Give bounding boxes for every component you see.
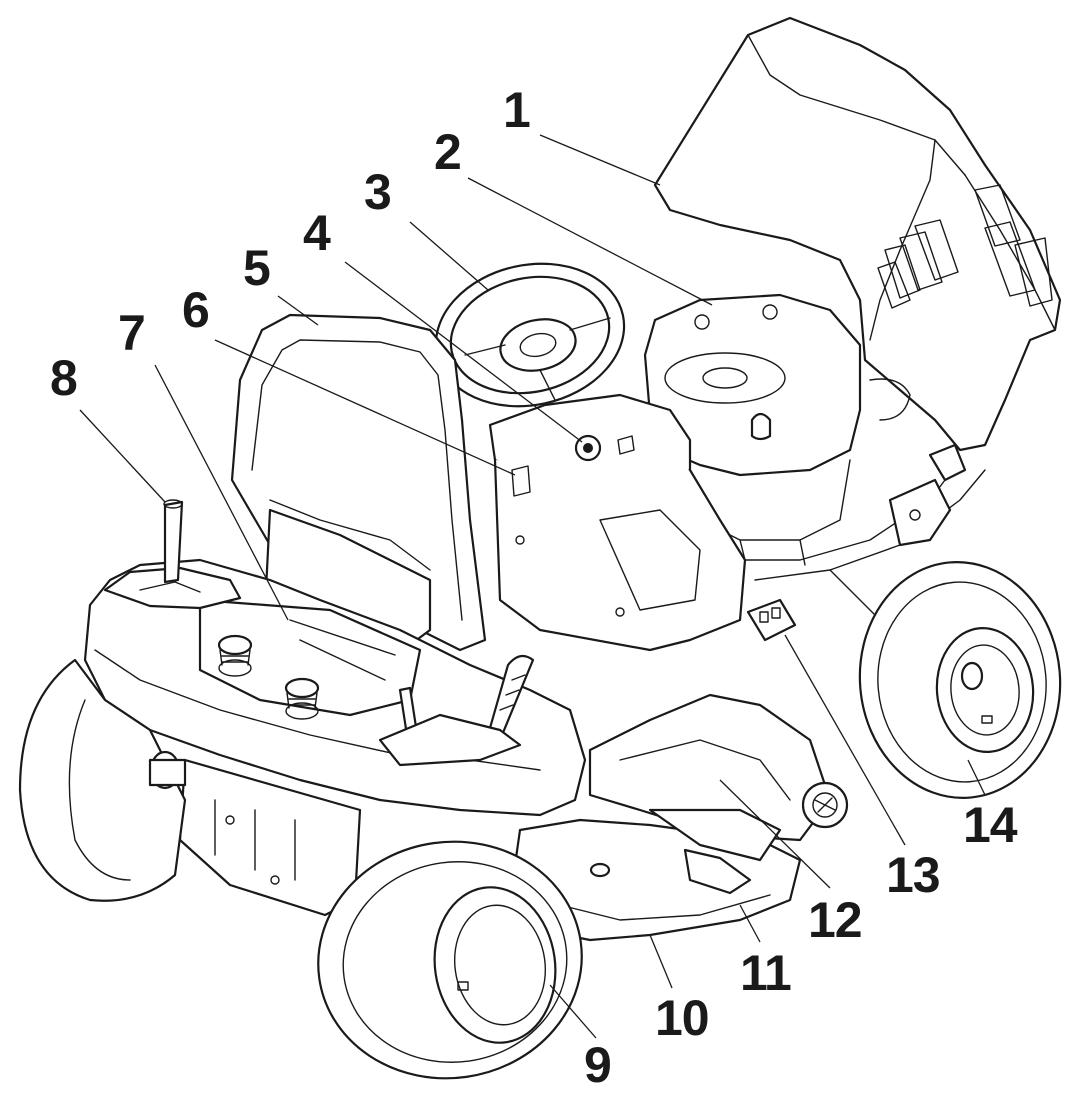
rear-left-wheel xyxy=(18,658,187,902)
callout-8: 8 xyxy=(50,350,78,406)
leader-6 xyxy=(214,339,516,476)
front-frame xyxy=(744,443,986,642)
callout-14: 14 xyxy=(963,797,1018,853)
callout-11: 11 xyxy=(740,945,792,1001)
leader-3 xyxy=(409,221,489,291)
callout-10: 10 xyxy=(655,990,710,1046)
callout-6: 6 xyxy=(182,282,210,338)
leader-13 xyxy=(784,634,906,846)
callout-leaders xyxy=(79,134,986,1039)
lever-8 xyxy=(163,499,184,584)
leader-10 xyxy=(649,934,673,989)
dashboard-console xyxy=(488,393,747,652)
hood xyxy=(653,16,1062,452)
callout-2: 2 xyxy=(434,124,462,180)
leader-9 xyxy=(549,984,597,1039)
leader-12 xyxy=(719,779,831,889)
front-right-wheel xyxy=(858,561,1062,799)
callout-5: 5 xyxy=(243,240,271,296)
hood-vent-left xyxy=(877,219,959,309)
leader-2 xyxy=(467,177,713,306)
callout-7: 7 xyxy=(118,305,146,361)
front-left-wheel xyxy=(317,840,583,1080)
leader-7 xyxy=(154,364,289,621)
hood-vent-right xyxy=(974,184,1053,307)
callout-3: 3 xyxy=(364,164,392,220)
front-levers xyxy=(378,654,535,767)
switch-13 xyxy=(746,598,797,642)
callout-12: 12 xyxy=(808,892,863,948)
leader-5 xyxy=(277,295,319,326)
leader-4 xyxy=(344,261,583,443)
leader-11 xyxy=(739,904,761,943)
seat-spring-left xyxy=(217,634,253,677)
callout-1: 1 xyxy=(503,82,531,138)
leader-14 xyxy=(967,759,986,796)
leader-1 xyxy=(539,134,661,186)
callout-13: 13 xyxy=(886,847,941,903)
leader-8 xyxy=(79,409,166,503)
callout-4: 4 xyxy=(303,205,331,261)
callout-9: 9 xyxy=(584,1037,612,1093)
mower-deck xyxy=(508,693,849,942)
seat-spring-right xyxy=(284,677,320,720)
